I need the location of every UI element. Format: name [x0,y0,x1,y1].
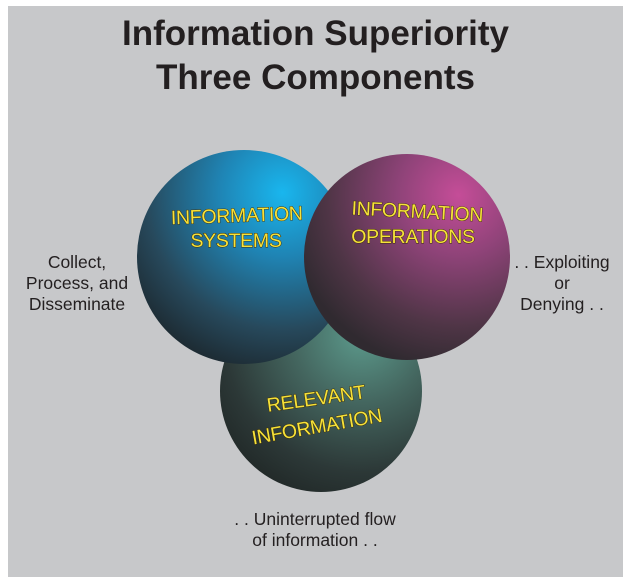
right-annotation-line-3: Denying . . [520,294,604,314]
left-annotation-line-1: Collect, [47,252,107,272]
bottom-annotation-line-2: of information . . [252,530,378,550]
left-annotation-line-2: Process, and [25,273,129,293]
title-line-1: Information Superiority [122,14,509,53]
systems-label-line-1: INFORMATION [171,203,303,230]
information-operations-circle [304,154,510,360]
bottom-annotation-line-1: . . Uninterrupted flow [234,509,396,529]
systems-label-line-2: SYSTEMS [190,230,281,252]
information-systems-circle [137,150,351,364]
right-annotation-line-1: . . Exploiting [514,252,610,272]
right-annotation: . . Exploiting or Denying . . [500,252,624,315]
operations-label-line-2: OPERATIONS [351,226,475,248]
left-annotation: Collect, Process, and Disseminate [8,252,146,315]
diagram-title: Information Superiority Three Components [0,12,631,100]
left-annotation-line-3: Disseminate [28,294,126,314]
bottom-annotation: . . Uninterrupted flow of information . … [150,509,480,551]
right-annotation-line-2: or [554,273,570,293]
title-line-2: Three Components [156,58,475,97]
